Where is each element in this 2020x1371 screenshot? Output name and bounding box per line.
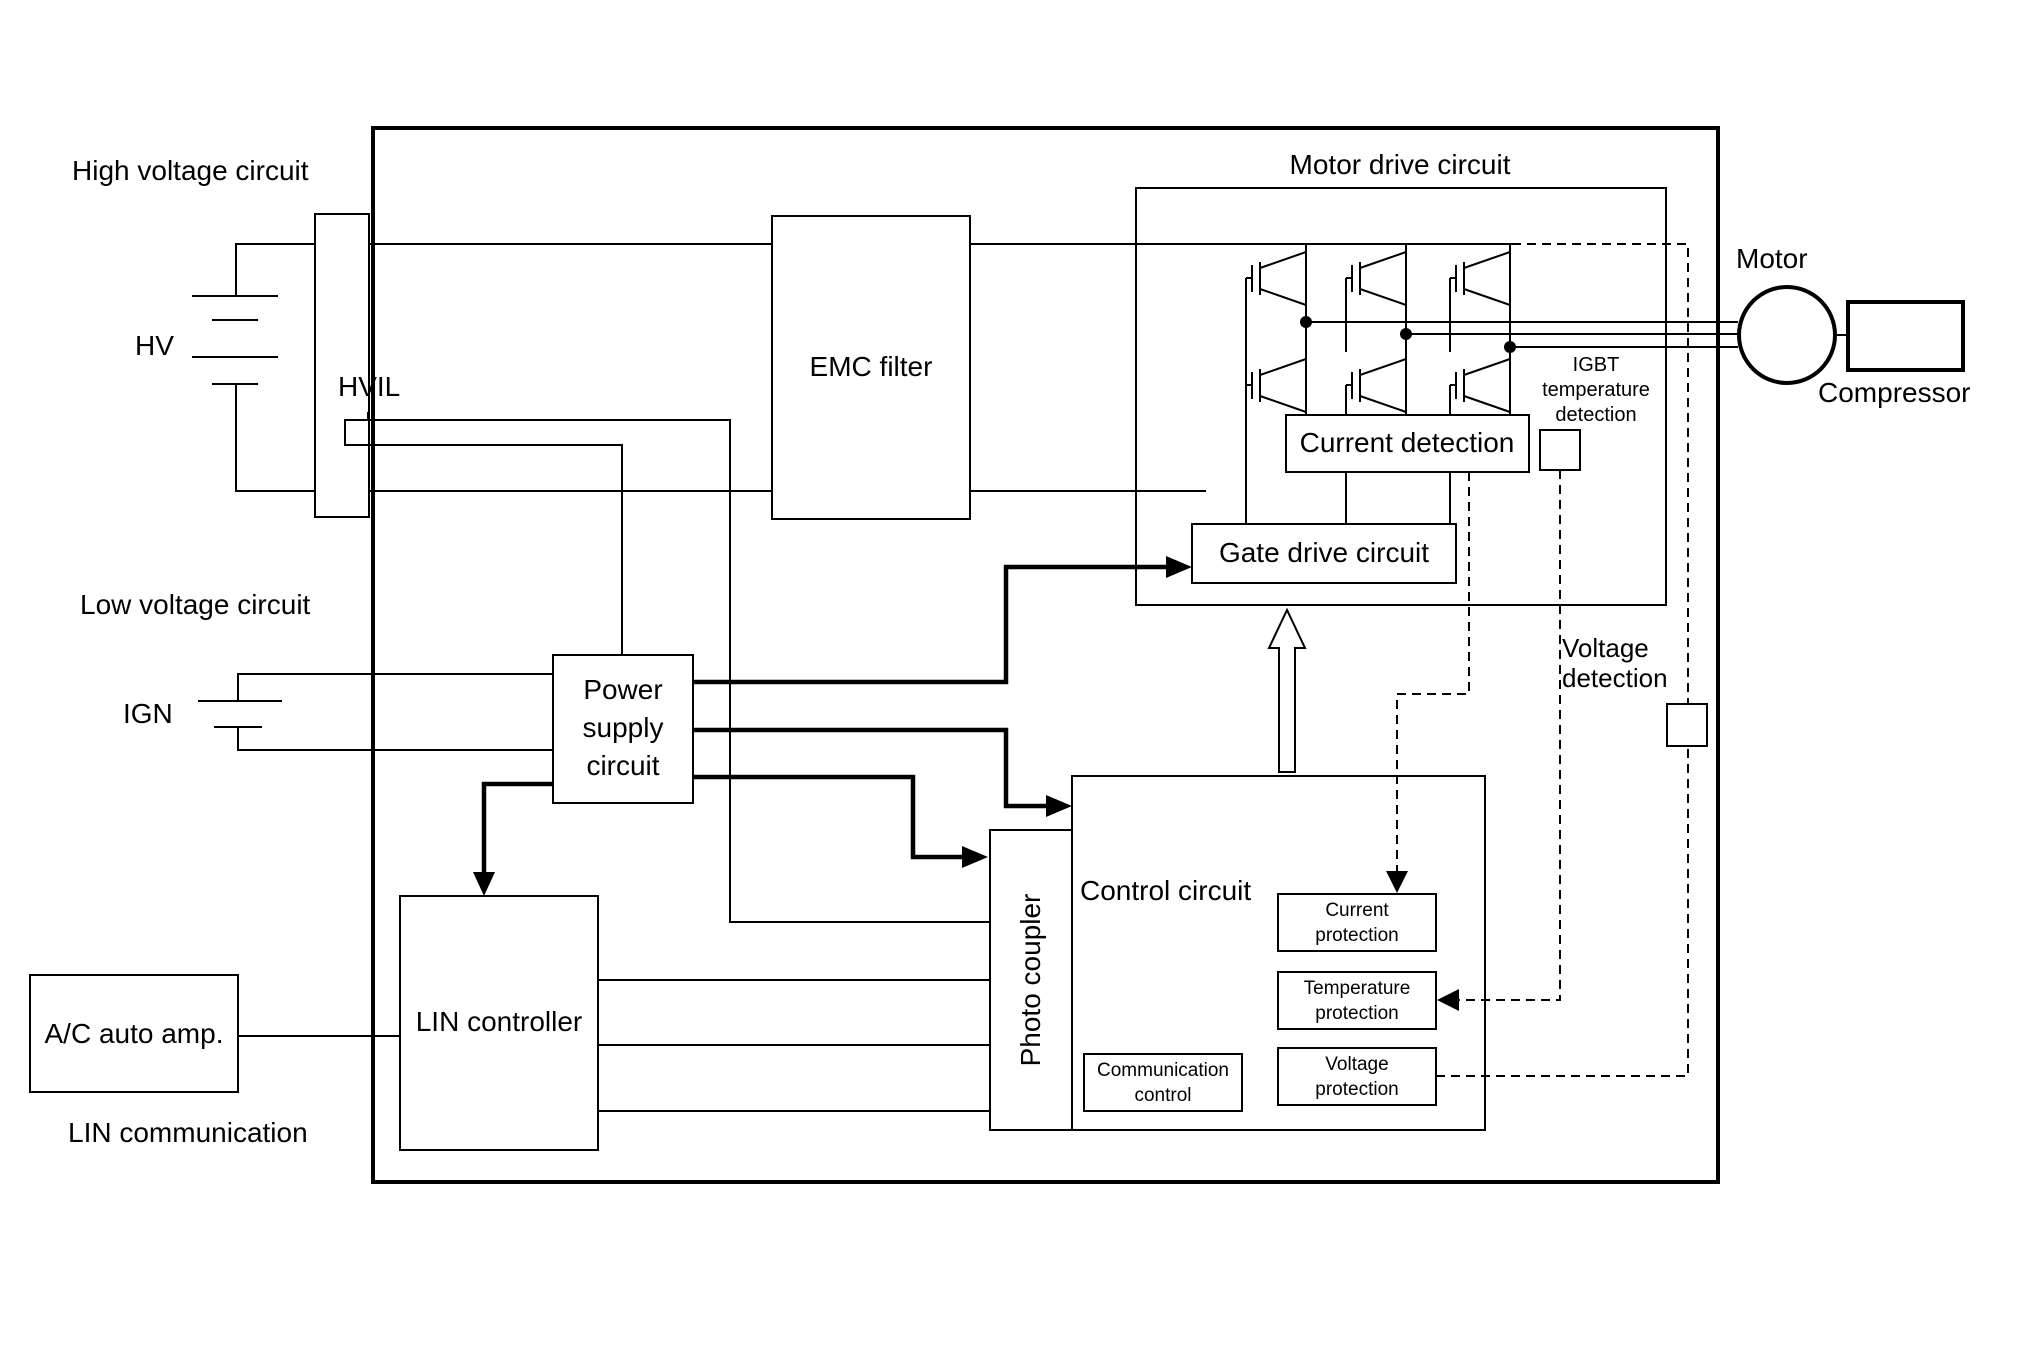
power-supply-circuit-box	[552, 654, 694, 804]
motor-symbol	[1737, 285, 1837, 385]
igbt-temp-label-line1: IGBT	[1573, 354, 1620, 376]
igbt-inverter-bridge	[1245, 244, 1738, 524]
photo-coupler-label: Photo coupler	[1015, 894, 1046, 1067]
hv-positive-wire	[235, 243, 992, 296]
igbt-switch-u-high	[1246, 251, 1307, 306]
current-detection-feedback-line	[1396, 472, 1470, 874]
current-protection-box	[1277, 893, 1437, 952]
current-detection-box	[1285, 414, 1530, 473]
power-feed-gate-arrowhead	[1166, 556, 1192, 578]
power-feed-control-arrowhead	[1046, 795, 1072, 817]
igbt-temp-label-line3: detection	[1555, 404, 1636, 426]
communication-control-box	[1083, 1053, 1243, 1112]
control-to-gate-drive-arrow	[1267, 607, 1307, 773]
power-feed-to-photo-coupler	[693, 774, 972, 860]
motor-label: Motor	[1736, 243, 1808, 274]
voltage-sense-line	[1512, 243, 1689, 704]
igbt-switch-w-high	[1450, 251, 1511, 306]
voltage-protection-label-line1: Voltage	[1325, 1054, 1388, 1075]
motor-drive-circuit-label: Motor drive circuit	[1290, 149, 1511, 180]
compressor-unit-boundary	[371, 126, 1720, 1184]
power-supply-label-line2: supply	[583, 712, 664, 743]
gate-drive-circuit-box	[1191, 523, 1457, 584]
compressor-symbol	[1846, 300, 1965, 372]
ac-auto-amp-box	[29, 974, 239, 1093]
igbt-temperature-sensor	[1539, 429, 1581, 471]
photo-coupler-box	[989, 829, 1073, 1131]
power-feed-to-gate-drive	[693, 564, 1176, 685]
temperature-protection-box	[1277, 971, 1437, 1030]
hvil-connector	[314, 213, 370, 518]
ign-positive-wire	[237, 673, 553, 701]
lin-controller-label: LIN controller	[416, 1006, 583, 1037]
communication-control-label-line2: control	[1134, 1085, 1191, 1106]
voltage-protection-label-line2: protection	[1315, 1079, 1398, 1100]
hvil-loop-wire-2	[344, 419, 623, 656]
hvil-loop-wire-1	[367, 412, 992, 923]
communication-control-label-line1: Communication	[1097, 1060, 1229, 1081]
igbt-switch-v-high	[1346, 251, 1407, 306]
voltage-feedback-line	[1436, 746, 1689, 1077]
voltage-protection-box	[1277, 1047, 1437, 1106]
voltage-detection-label-line1: Voltage	[1562, 633, 1649, 663]
current-feedback-arrowhead	[1386, 871, 1408, 893]
motor-drive-circuit-box	[1135, 187, 1667, 606]
igbt-temp-label-line2: temperature	[1542, 379, 1650, 401]
power-feed-photo-arrowhead	[962, 846, 988, 868]
current-protection-label-line2: protection	[1315, 925, 1398, 946]
voltage-detection-label-line2: detection	[1562, 663, 1668, 693]
power-feed-to-lin	[481, 781, 553, 880]
control-circuit-label: Control circuit	[1080, 875, 1251, 906]
hv-label: HV	[135, 330, 174, 361]
compressor-label: Compressor	[1818, 377, 1970, 408]
lin-controller-box	[399, 895, 599, 1151]
hvil-label: HVIL	[338, 371, 400, 402]
hv-battery-symbol	[192, 295, 278, 385]
power-feed-lin-arrowhead	[473, 872, 495, 896]
lin-communication-label: LIN communication	[68, 1117, 308, 1148]
ign-label: IGN	[123, 698, 173, 729]
power-feed-to-control	[693, 727, 1056, 809]
temperature-feedback-arrowhead	[1437, 989, 1459, 1011]
current-protection-label-line1: Current	[1325, 900, 1389, 921]
ign-negative-wire	[237, 727, 553, 751]
gate-drive-circuit-label: Gate drive circuit	[1219, 537, 1429, 568]
current-detection-label: Current detection	[1300, 427, 1515, 458]
temperature-feedback-line	[1456, 470, 1561, 1001]
igbt-switch-v-low	[1346, 358, 1407, 413]
emc-filter-label: EMC filter	[810, 351, 933, 382]
power-supply-label-line1: Power	[583, 674, 662, 705]
voltage-sensor	[1666, 703, 1708, 747]
emc-filter-box	[771, 215, 971, 520]
temperature-protection-label-line1: Temperature	[1304, 978, 1411, 999]
igbt-switch-w-low	[1450, 358, 1511, 413]
temperature-protection-label-line2: protection	[1315, 1003, 1398, 1024]
low-voltage-circuit-label: Low voltage circuit	[80, 589, 311, 620]
power-supply-label-line3: circuit	[586, 750, 659, 781]
ac-auto-amp-label: A/C auto amp.	[45, 1018, 224, 1049]
high-voltage-circuit-label: High voltage circuit	[72, 155, 309, 186]
igbt-switch-u-low	[1246, 358, 1307, 413]
ign-battery-symbol	[198, 700, 282, 728]
